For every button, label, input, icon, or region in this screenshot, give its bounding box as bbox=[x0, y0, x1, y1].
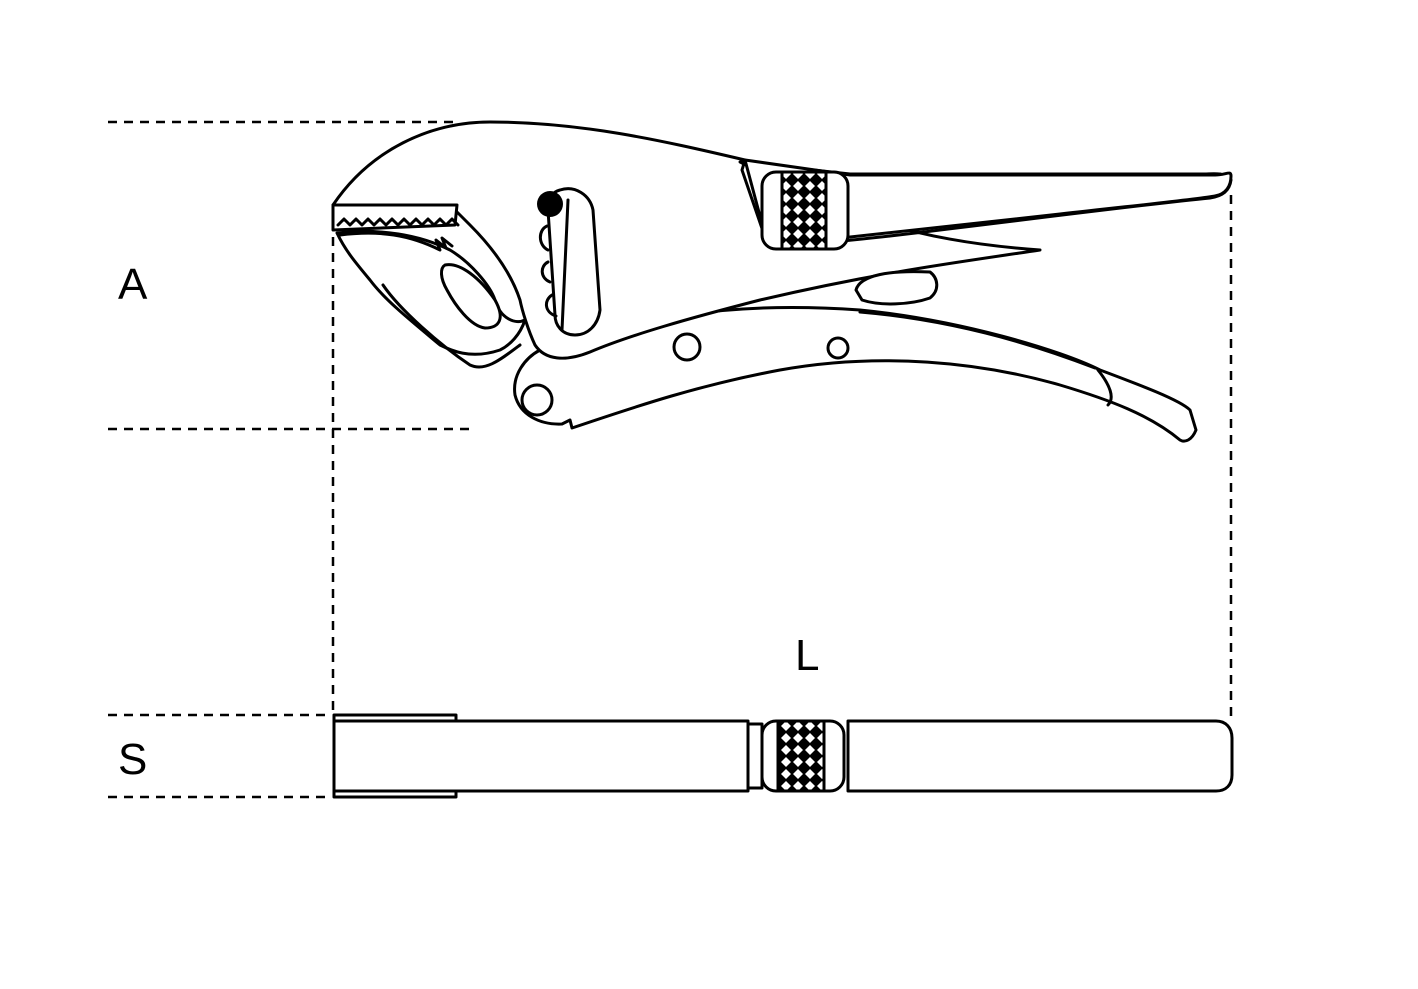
knob-collar bbox=[746, 722, 764, 790]
rivet-hole bbox=[672, 332, 702, 362]
adjustment-pin bbox=[537, 191, 563, 217]
handle-top bbox=[846, 719, 1234, 793]
body-top bbox=[332, 719, 750, 793]
release-lever bbox=[854, 270, 939, 306]
teeth-serration bbox=[336, 217, 460, 227]
dimension-label-l: L bbox=[795, 631, 820, 680]
jaw-cutout bbox=[440, 263, 502, 330]
jaw-slot bbox=[381, 283, 522, 369]
upper-handle bbox=[743, 158, 1233, 248]
upper-jaw-teeth bbox=[331, 203, 459, 232]
dimension-label-s: S bbox=[118, 735, 148, 784]
rivet-hole bbox=[826, 336, 850, 360]
lower-jaw-teeth bbox=[338, 231, 454, 252]
pivot-hole bbox=[520, 383, 554, 417]
knurl-pattern-top bbox=[776, 719, 826, 793]
knurl-pattern bbox=[780, 170, 828, 251]
side-view bbox=[331, 120, 1233, 443]
dimension-label-a: A bbox=[118, 260, 148, 309]
top-view bbox=[332, 713, 1234, 799]
dimension-lines bbox=[108, 120, 1233, 799]
slot-notches bbox=[538, 224, 558, 318]
